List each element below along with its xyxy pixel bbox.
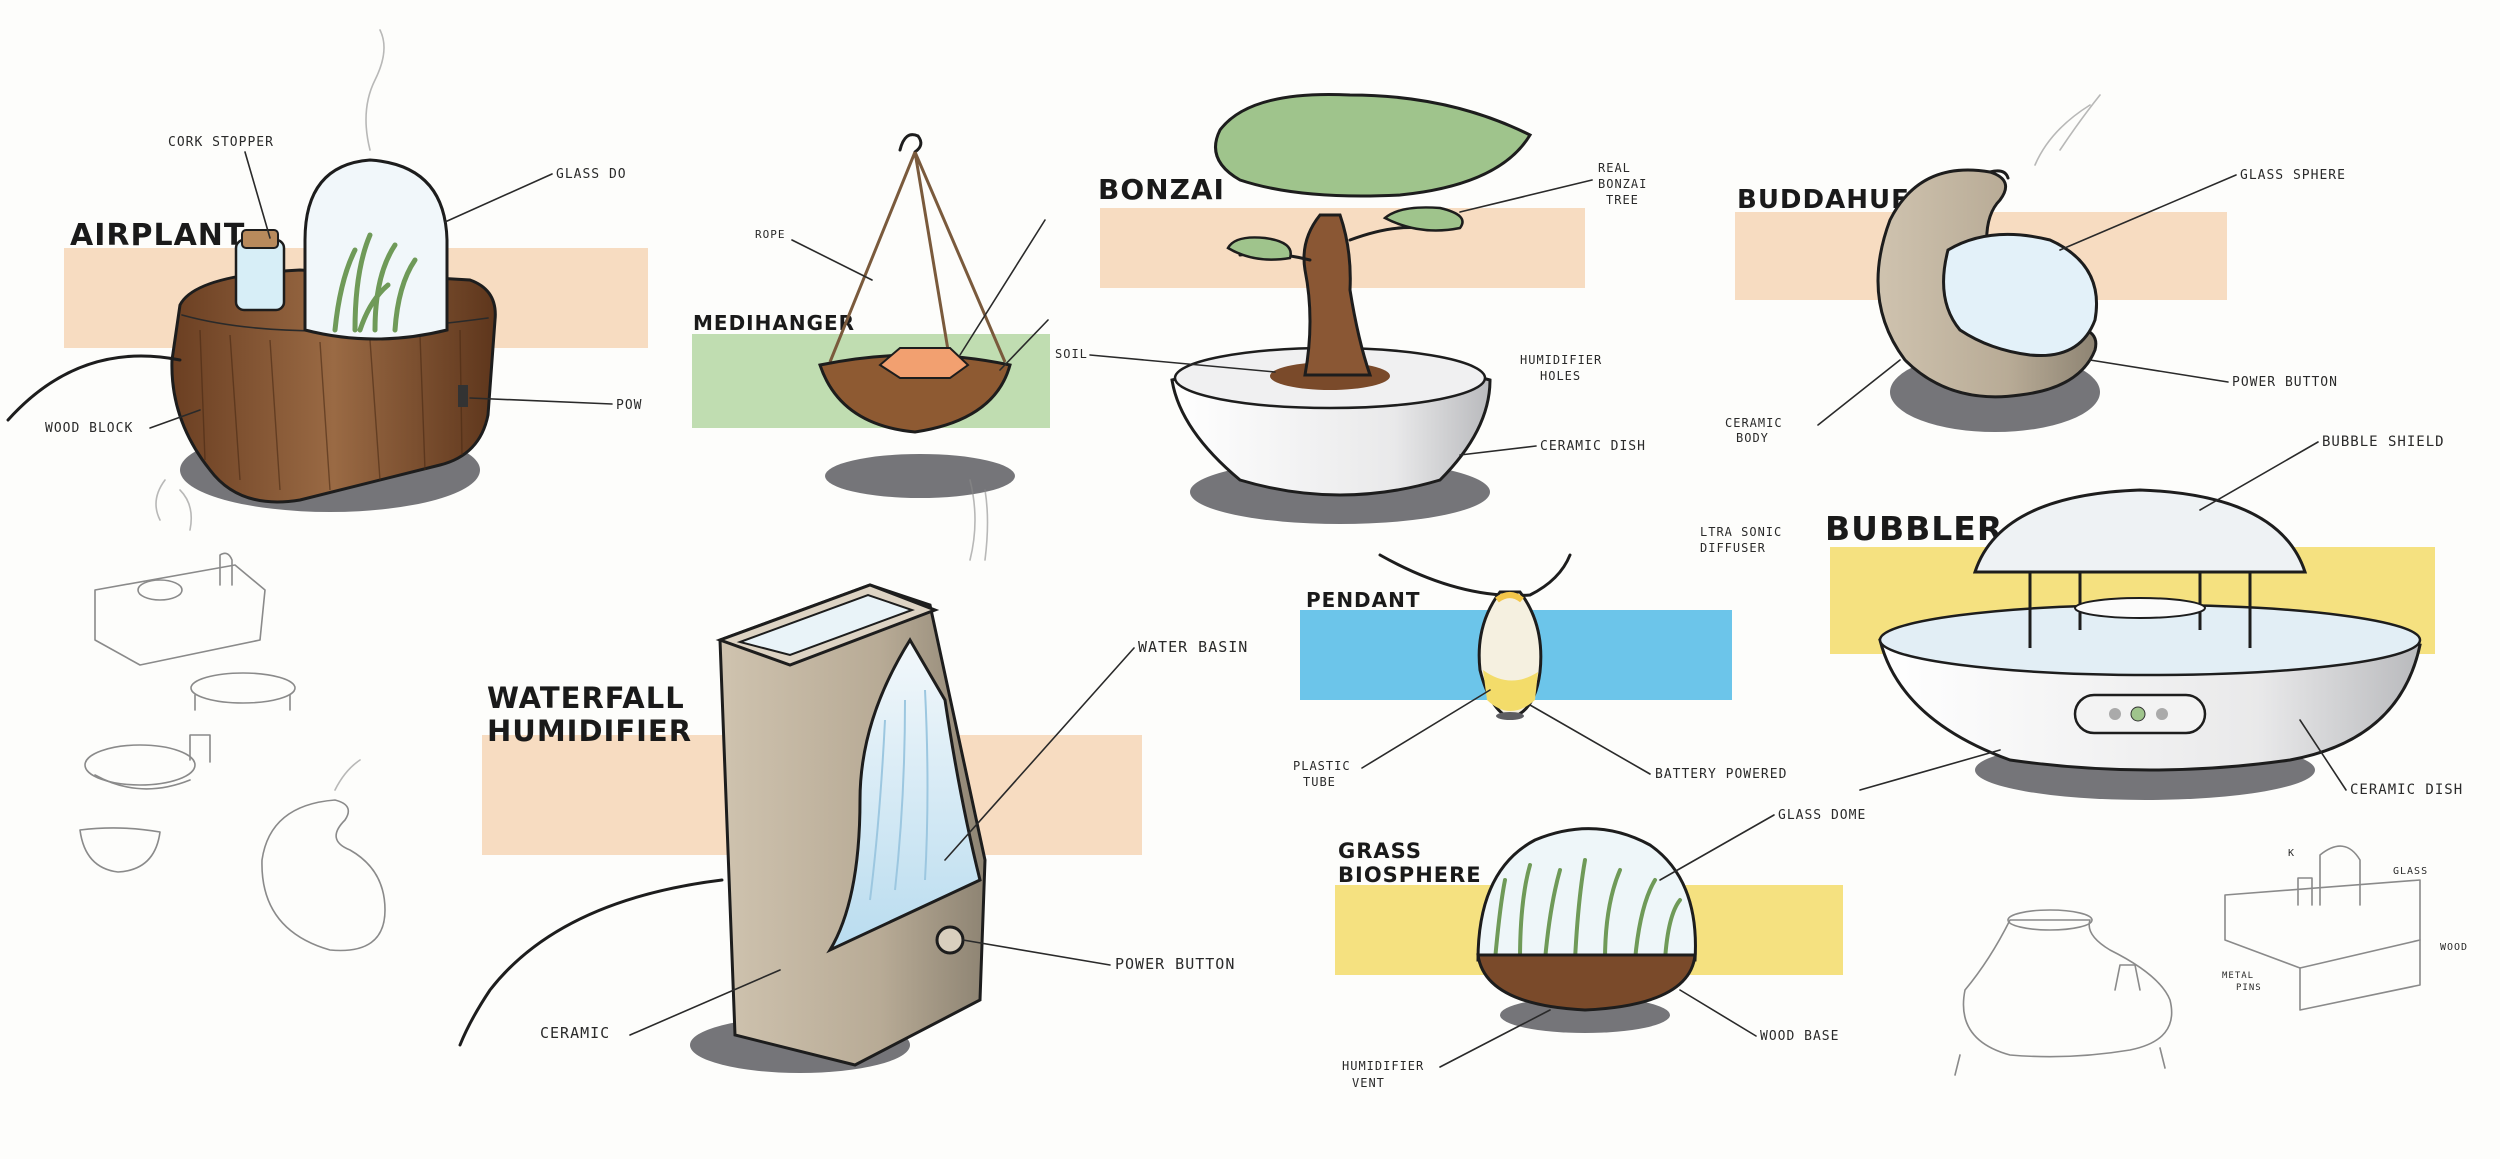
power-button	[935, 925, 965, 955]
pendant-title: PENDANT	[1306, 588, 1421, 612]
label-battery-powered: BATTERY POWERED	[1655, 767, 1787, 782]
label-bubble-shield: BUBBLE SHIELD	[2322, 434, 2445, 450]
label-glass: GLASS	[2393, 866, 2428, 877]
label-body: BODY	[1736, 431, 1769, 445]
label-holes: HOLES	[1540, 369, 1581, 383]
glass-dome	[1476, 827, 1697, 962]
label-pins: PINS	[2236, 983, 2262, 993]
bubbler-title: BUBBLER	[1825, 509, 2003, 548]
label-vent: VENT	[1352, 1076, 1385, 1090]
air-plant	[332, 232, 418, 333]
water-basin	[826, 637, 982, 954]
cork-stopper	[241, 229, 279, 249]
concept-pendant: PENDANT LTRA SONIC DIFFUSER PLASTIC TUBE…	[1293, 525, 1787, 789]
label-ceramic-dish: CERAMIC DISH	[2350, 782, 2463, 798]
label-wood-block: WOOD BLOCK	[45, 421, 133, 436]
label-power: POW	[616, 398, 642, 413]
label-tube: TUBE	[1303, 775, 1336, 789]
tree-trunk	[1302, 213, 1373, 377]
label-rope: ROPE	[755, 228, 786, 241]
label-tree: TREE	[1606, 193, 1639, 207]
label-ultra-sonic: LTRA SONIC	[1700, 525, 1782, 539]
drop-shadow	[825, 454, 1015, 498]
concept-grass-biosphere: GRASS BIOSPHERE GLASS DOME HUMIDIFIER VE…	[1335, 808, 1866, 1090]
button	[2109, 708, 2121, 720]
label-real: REAL	[1598, 161, 1631, 175]
label-ceramic: CERAMIC	[1725, 416, 1783, 430]
concept-medihanger: MEDIHANGER ROPE	[692, 133, 1050, 498]
concept-waterfall-humidifier: WATERFALL HUMIDIFIER WATER BASIN POWER B…	[458, 479, 1248, 1073]
label-glass-sphere: GLASS SPHERE	[2240, 168, 2346, 183]
pencil-thumbnail-sketches	[79, 479, 386, 952]
label-power-button: POWER BUTTON	[2232, 375, 2338, 390]
label-power-button: POWER BUTTON	[1115, 955, 1235, 973]
incense-block	[878, 347, 970, 379]
buddahue-title: BUDDAHUE	[1737, 185, 1910, 215]
label-humidifier: HUMIDIFIER	[1520, 353, 1602, 367]
label-cork-stopper: CORK STOPPER	[168, 135, 274, 150]
label-humidifier: HUMIDIFIER	[1342, 1059, 1424, 1073]
label-soil: SOIL	[1055, 347, 1088, 361]
hook	[898, 133, 923, 154]
concept-buddahue: BUDDAHUE GLASS SPHERE POWER BUTTON CERAM…	[1725, 94, 2346, 445]
concept-bonzai: BONZAI REAL BONZAI TREE SOIL HUMIDIFIER …	[1055, 92, 1647, 524]
label-ceramic: CERAMIC	[540, 1024, 610, 1042]
bubble-shield	[1972, 488, 2308, 574]
cork-jar	[234, 238, 286, 312]
label-glass-dome: GLASS DO	[556, 167, 627, 182]
label-ceramic-dish: CERAMIC DISH	[1540, 439, 1646, 454]
biosphere-title: BIOSPHERE	[1338, 863, 1482, 887]
label-plastic: PLASTIC	[1293, 759, 1351, 773]
rope	[828, 151, 1007, 363]
label-k: K	[2288, 848, 2295, 859]
power-cord	[458, 878, 724, 1047]
grass-title: GRASS	[1338, 839, 1422, 863]
label-wood-base: WOOD BASE	[1760, 1029, 1839, 1044]
humidifier-title: HUMIDIFIER	[487, 714, 692, 748]
label-metal: METAL	[2222, 971, 2254, 981]
power-cord	[6, 354, 182, 422]
grass	[1493, 858, 1682, 962]
bonzai-title: BONZAI	[1098, 173, 1225, 206]
button	[2130, 706, 2146, 722]
power-switch	[458, 385, 468, 407]
wood-base	[1476, 953, 1697, 1012]
pencil-thumbnail-sketches-right: K GLASS WOOD METAL PINS	[1954, 845, 2468, 1076]
glass-sphere	[1942, 232, 2098, 358]
tree-canopy	[1214, 92, 1533, 198]
medihanger-title: MEDIHANGER	[693, 311, 855, 335]
button	[2156, 708, 2168, 720]
label-glass-dome: GLASS DOME	[1778, 808, 1866, 823]
label-wood: WOOD	[2440, 942, 2468, 953]
label-water-basin: WATER BASIN	[1138, 638, 1248, 656]
concept-airplant: AIRPLANT CORK STOPPER GLASS DO WOOD BLOC…	[6, 29, 648, 512]
label-bonzai: BONZAI	[1598, 177, 1647, 191]
waterfall-title: WATERFALL	[487, 681, 685, 715]
concept-bubbler: BUBBLER BUBBLE SHIELD CERAMIC DISH	[1825, 434, 2463, 800]
airplant-title: AIRPLANT	[70, 218, 245, 253]
label-diffuser: DIFFUSER	[1700, 541, 1766, 555]
